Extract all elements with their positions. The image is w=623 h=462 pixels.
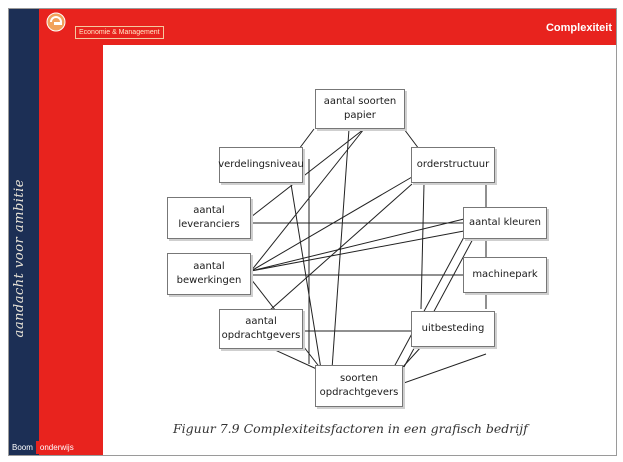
connector: [420, 183, 425, 310]
connector: [250, 128, 365, 218]
red-accent-bar: [39, 9, 103, 455]
node-aantal-soorten-papier: aantal soorten papier: [315, 89, 405, 129]
slide: aandacht voor ambitie Economie & Managem…: [8, 8, 617, 456]
header-bar: [39, 9, 616, 45]
node-aantal-leveranciers: aantal leveranciers: [167, 197, 251, 239]
footer-onderwijs-label: onderwijs: [35, 441, 78, 454]
publisher-logo-icon: [46, 12, 66, 32]
node-soorten-opdrachtgevers: soorten opdrachtgevers: [315, 365, 403, 407]
diagram-connections: [250, 128, 487, 385]
connector: [250, 218, 465, 272]
figure-caption: Figuur 7.9 Complexiteitsfactoren in een …: [173, 421, 528, 436]
node-uitbesteding: uitbesteding: [411, 311, 495, 347]
brand-tag: Economie & Management: [75, 26, 164, 39]
connector: [400, 353, 487, 385]
connector: [403, 128, 420, 150]
connector: [250, 176, 413, 272]
footer-brand: Boom onderwijs: [9, 441, 78, 454]
node-aantal-bewerkingen: aantal bewerkingen: [167, 253, 251, 295]
node-orderstructuur: orderstructuur: [411, 147, 495, 183]
connector: [331, 128, 350, 370]
footer-boom-label: Boom: [9, 441, 36, 454]
node-aantal-opdrachtgevers: aantal opdrachtgevers: [219, 309, 303, 349]
page-title: Complexiteit: [545, 22, 612, 34]
connector: [250, 230, 465, 272]
connector: [290, 183, 322, 370]
connector: [393, 236, 465, 368]
connector: [400, 346, 422, 370]
sidebar: aandacht voor ambitie: [9, 9, 39, 455]
node-aantal-kleuren: aantal kleuren: [463, 207, 547, 239]
node-verdelingsniveau: verdelingsniveau: [218, 147, 304, 183]
connector: [298, 128, 315, 150]
node-machinepark: machinepark: [463, 257, 547, 293]
connector: [250, 128, 365, 272]
